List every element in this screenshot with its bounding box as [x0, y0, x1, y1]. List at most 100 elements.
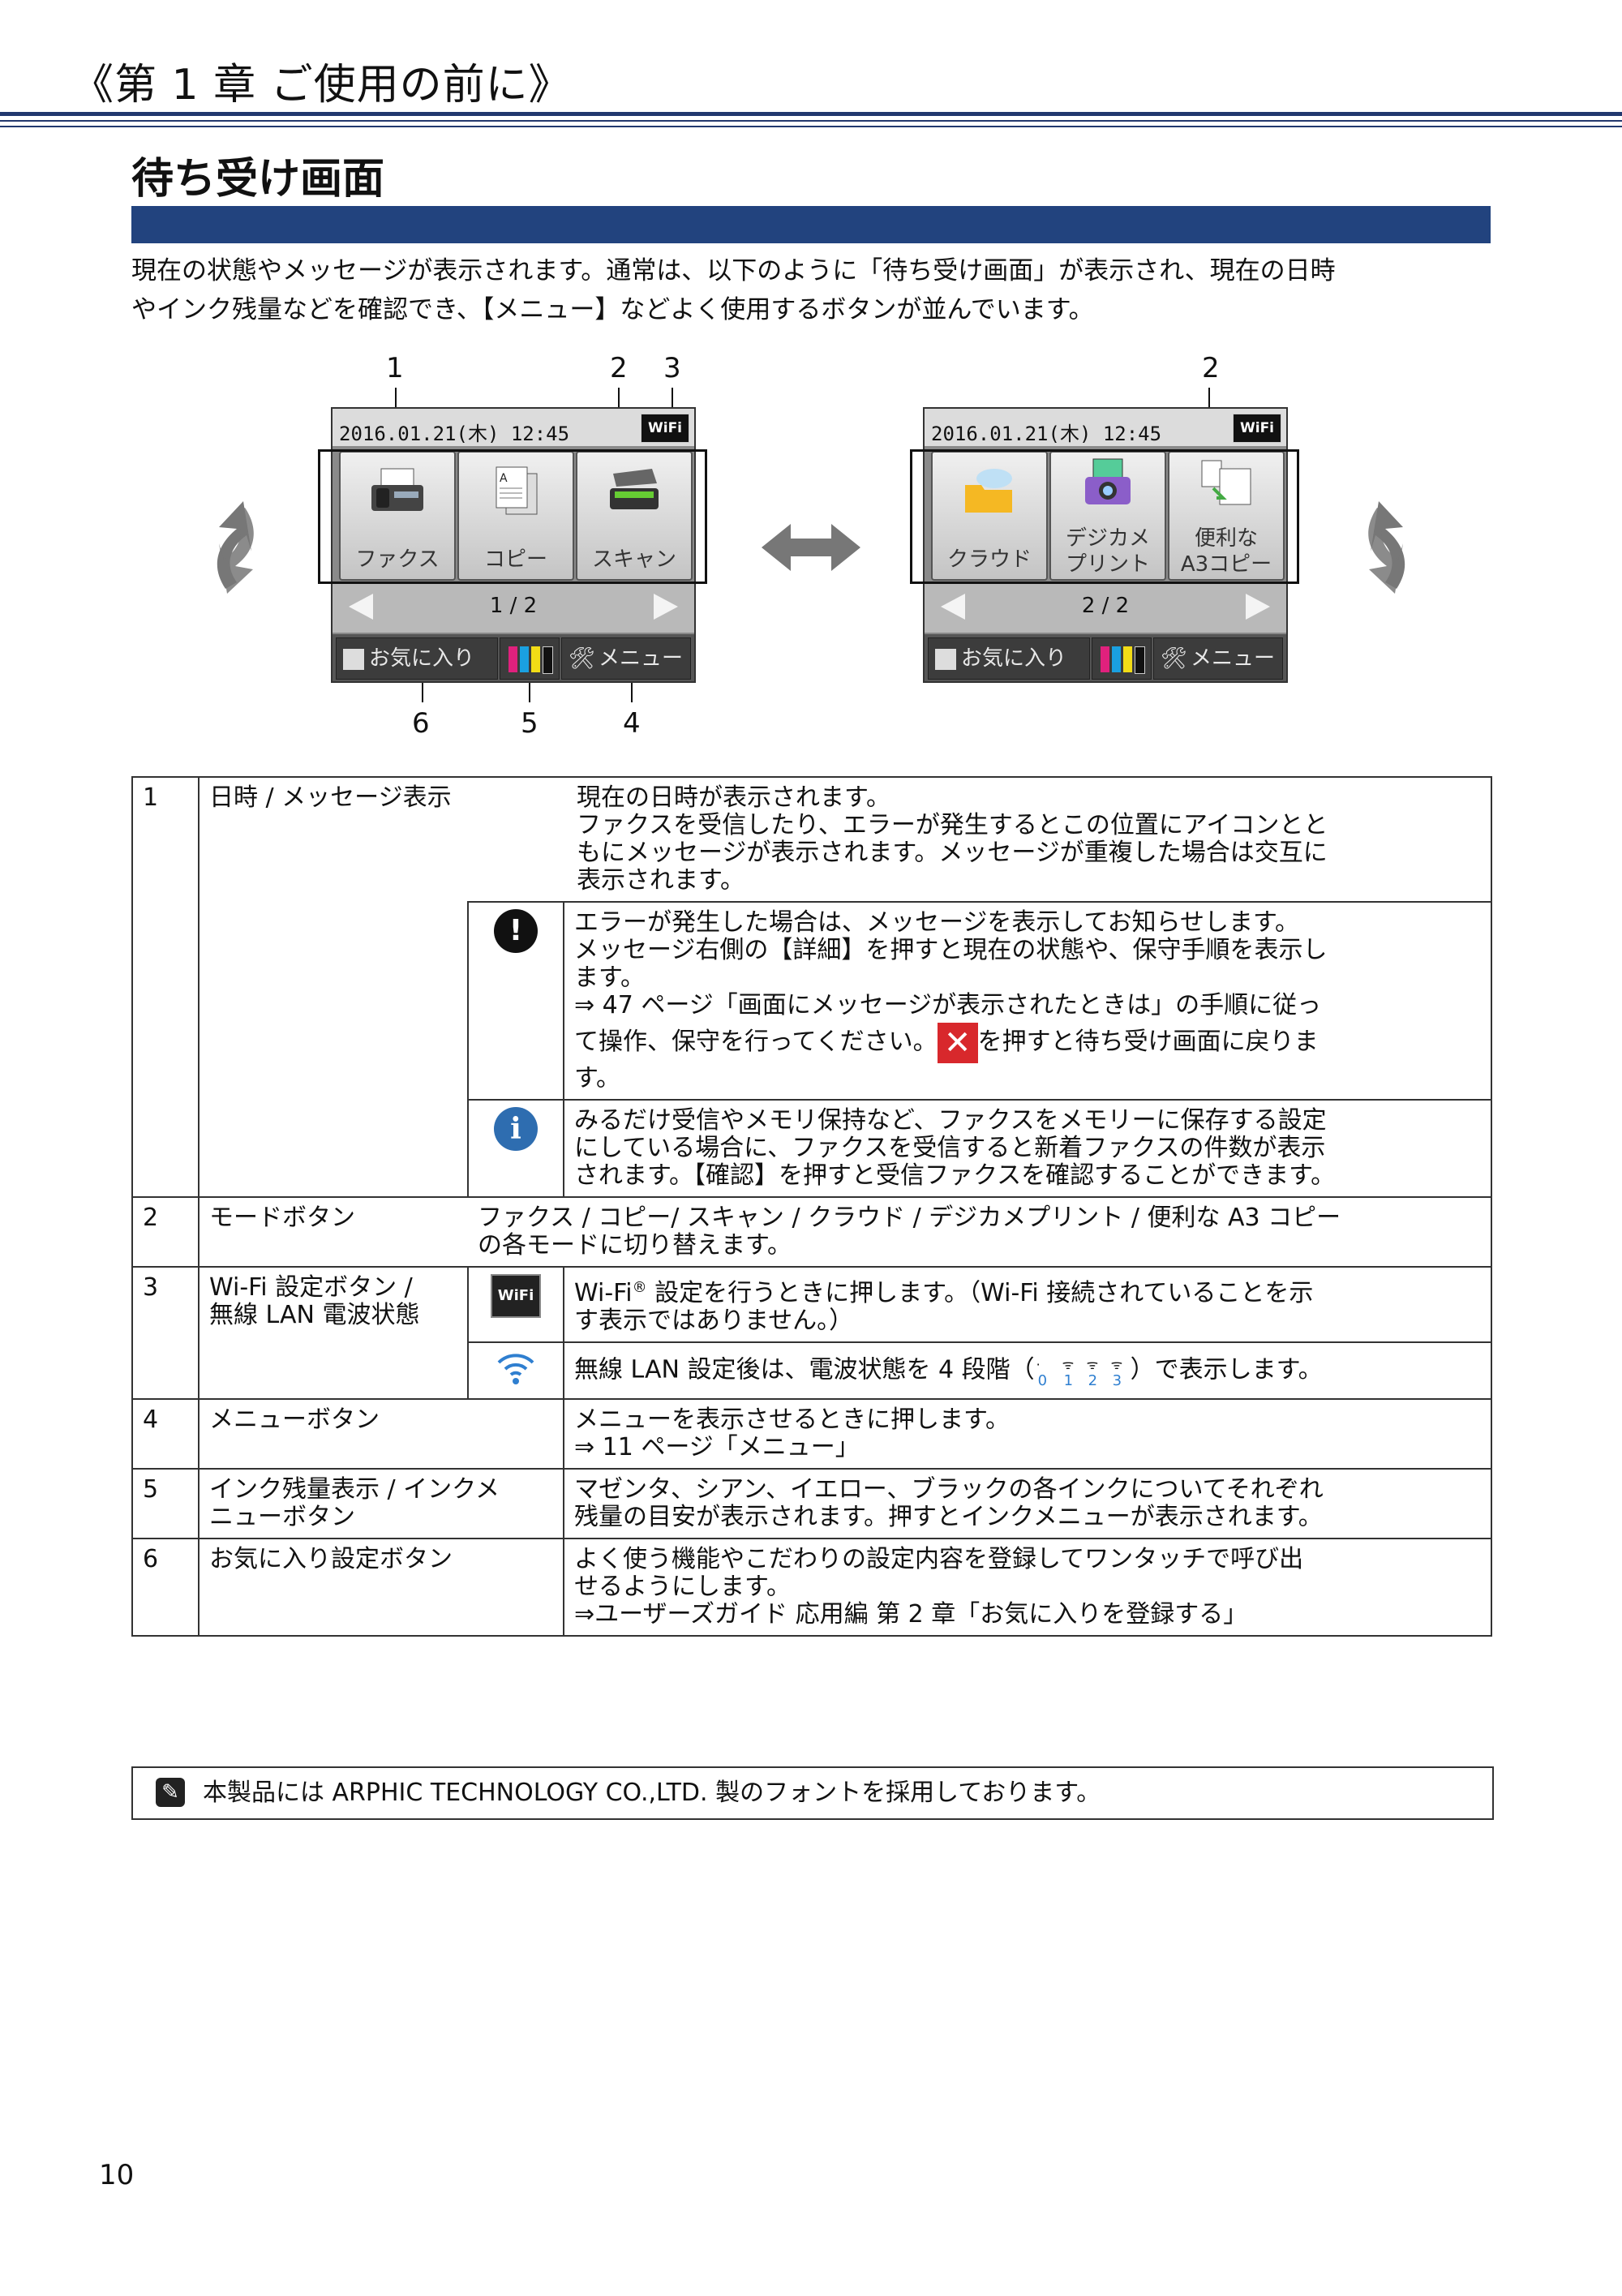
row-description: よく使う機能やこだわりの設定内容を登録してワンタッチで呼び出 せるようにします。… — [563, 1538, 1492, 1637]
info-icon-cell: i — [467, 1099, 564, 1198]
error-description: エラーが発生した場合は、メッセージを表示してお知らせします。 メッセージ右側の【… — [563, 901, 1492, 1101]
desc-line: す。 — [574, 1064, 620, 1092]
callout-line — [395, 388, 397, 425]
favorites-button[interactable]: お気に入り — [928, 637, 1090, 680]
ink-button[interactable] — [1092, 637, 1152, 680]
desc-line: せるようにします。 — [574, 1573, 791, 1601]
table-row: ! エラーが発生した場合は、メッセージを表示してお知らせします。 メッセージ右側… — [132, 901, 1492, 1101]
fax-icon — [371, 468, 423, 511]
desc-line: よく使う機能やこだわりの設定内容を登録してワンタッチで呼び出 — [574, 1545, 1304, 1573]
row-number: 5 — [131, 1468, 200, 1539]
lcd-bottom-bar: お気に入り 🛠メニュー — [333, 634, 694, 681]
prev-page-arrow-icon[interactable] — [941, 594, 965, 620]
callout-6: 6 — [412, 707, 430, 740]
wifi-signal-icon — [497, 1354, 534, 1384]
ink-button[interactable] — [500, 637, 560, 680]
camera-print-label-line: プリント — [1065, 552, 1150, 577]
menu-button[interactable]: 🛠メニュー — [561, 637, 691, 680]
desc-text: 設定を行うときに押します。（Wi-Fi 接続されていることを示 — [646, 1279, 1314, 1307]
row-name: Wi-Fi 設定ボタン / 無線 LAN 電波状態 — [198, 1266, 469, 1400]
signal-levels-icon: · ᯤ ᯤ ᯤ 0 1 2 3 — [1035, 1356, 1131, 1389]
wifi-icon-cell: WiFi — [467, 1266, 564, 1343]
header-rule — [0, 126, 1622, 127]
section-title: 待ち受け画面 — [131, 155, 385, 204]
wifi-button[interactable]: WiFi — [641, 414, 689, 443]
next-page-arrow-icon[interactable] — [654, 594, 678, 620]
ink-yellow — [531, 646, 540, 672]
row-name: メニューボタン — [198, 1398, 564, 1470]
lcd-screen-page2: 2016.01.21(木) 12:45 WiFi クラウド デジカメプリント — [923, 407, 1288, 683]
callout-1: 1 — [386, 352, 404, 384]
registered-mark: ® — [632, 1279, 647, 1296]
wifi-icon: WiFi — [491, 1274, 541, 1318]
favorites-button[interactable]: お気に入り — [336, 637, 498, 680]
close-x-icon: ✕ — [937, 1022, 978, 1063]
cloud-mode-label: クラウド — [946, 547, 1032, 572]
signal-level-icon: · — [1036, 1357, 1041, 1372]
menu-label: メニュー — [1191, 646, 1276, 671]
signal-level-label: 1 — [1063, 1372, 1074, 1389]
row-name: 日時 / メッセージ表示 — [198, 776, 468, 1198]
desc-line: エラーが発生した場合は、メッセージを表示してお知らせします。 — [574, 908, 1299, 937]
copy-mode-button[interactable]: A コピー — [457, 451, 574, 581]
row-description: Wi-Fi® 設定を行うときに押します。（Wi-Fi 接続されていることを示 す… — [563, 1266, 1492, 1343]
a3-copy-label-line: A3コピー — [1180, 552, 1272, 577]
header-rule — [0, 112, 1622, 116]
desc-text: て操作、保守を行ってください。 — [574, 1028, 938, 1056]
row-number: 6 — [131, 1538, 200, 1637]
name-line: ニューボタン — [209, 1503, 355, 1531]
callout-4: 4 — [623, 707, 641, 740]
scan-mode-button[interactable]: スキャン — [576, 451, 693, 581]
table-row: 無線 LAN 設定後は、電波状態を 4 段階（ · ᯤ ᯤ ᯤ 0 1 2 3 … — [132, 1341, 1492, 1400]
ink-cyan — [520, 646, 529, 672]
rotate-left-icon — [217, 501, 254, 594]
ink-magenta — [508, 646, 517, 672]
desc-line: みるだけ受信やメモリ保持など、ファクスをメモリーに保存する設定 — [574, 1106, 1327, 1135]
next-page-arrow-icon[interactable] — [1246, 594, 1270, 620]
fax-mode-button[interactable]: ファクス — [339, 451, 456, 581]
a3-copy-icon — [1201, 460, 1251, 505]
mode-buttons-frame — [910, 449, 1299, 584]
camera-print-label-line: デジカメ — [1065, 526, 1150, 551]
menu-button[interactable]: 🛠メニュー — [1153, 637, 1283, 680]
datetime-display: 2016.01.21(木) 12:45 — [931, 423, 1162, 445]
camera-icon — [1085, 458, 1131, 504]
row-number: 4 — [131, 1398, 200, 1470]
lcd-status-bar: 2016.01.21(木) 12:45 WiFi — [333, 409, 694, 446]
desc-line: て操作、保守を行ってください。✕を押すと待ち受け画面に戻りま — [574, 1019, 1481, 1065]
a3-copy-label-line: 便利な — [1194, 526, 1258, 551]
row-description: 現在の日時が表示されます。 ファクスを受信したり、エラーが発生するとこの位置にア… — [468, 776, 1492, 903]
swap-arrow-icon — [762, 524, 860, 571]
tools-icon: 🛠 — [569, 646, 596, 671]
table-row: 6 お気に入り設定ボタン よく使う機能やこだわりの設定内容を登録してワンタッチで… — [131, 1538, 1492, 1637]
desc-line: ⇒ 47 ページ「画面にメッセージが表示されたときは」の手順に従っ — [574, 991, 1322, 1019]
page-indicator: 1 / 2 — [489, 594, 538, 618]
desc-line: メッセージ右側の【詳細】を押すと現在の状態や、保守手順を表示し — [574, 936, 1328, 964]
desc-line: Wi-Fi® 設定を行うときに押します。（Wi-Fi 接続されていることを示 — [574, 1274, 1481, 1307]
ink-black — [1135, 646, 1145, 674]
camera-print-mode-button[interactable]: デジカメプリント — [1049, 451, 1166, 581]
desc-line: されます。【確認】を押すと受信ファクスを確認することができます。 — [574, 1161, 1336, 1190]
table-row: 3 Wi-Fi 設定ボタン / 無線 LAN 電波状態 WiFi Wi-Fi® … — [131, 1266, 1492, 1400]
mode-buttons-frame — [318, 449, 707, 584]
name-line: 無線 LAN 電波状態 — [209, 1301, 420, 1329]
signal-level-icon: ᯤ — [1062, 1357, 1075, 1372]
row-number: 2 — [131, 1196, 200, 1268]
ink-cyan — [1112, 646, 1121, 672]
table-row: 2 モードボタン ファクス / コピー/ スキャン / クラウド / デジカメプ… — [131, 1196, 1492, 1268]
cloud-mode-button[interactable]: クラウド — [931, 451, 1048, 581]
callout-line — [672, 388, 673, 409]
desc-line: ⇒ 11 ページ「メニュー」 — [574, 1433, 860, 1461]
desc-line: 残量の目安が表示されます。押すとインクメニューが表示されます。 — [574, 1503, 1323, 1531]
menu-label: メニュー — [599, 646, 684, 671]
desc-line: マゼンタ、シアン、イエロー、ブラックの各インクについてそれぞれ — [574, 1475, 1324, 1504]
desc-line: 現在の日時が表示されます。 — [577, 783, 890, 812]
section-title-bar — [131, 206, 1491, 243]
wifi-button[interactable]: WiFi — [1233, 414, 1281, 443]
chapter-title: 《第 1 章 ご使用の前に》 — [71, 61, 572, 109]
tools-icon: 🛠 — [1161, 646, 1188, 671]
prev-page-arrow-icon[interactable] — [349, 594, 373, 620]
callout-2-right: 2 — [1202, 352, 1220, 384]
